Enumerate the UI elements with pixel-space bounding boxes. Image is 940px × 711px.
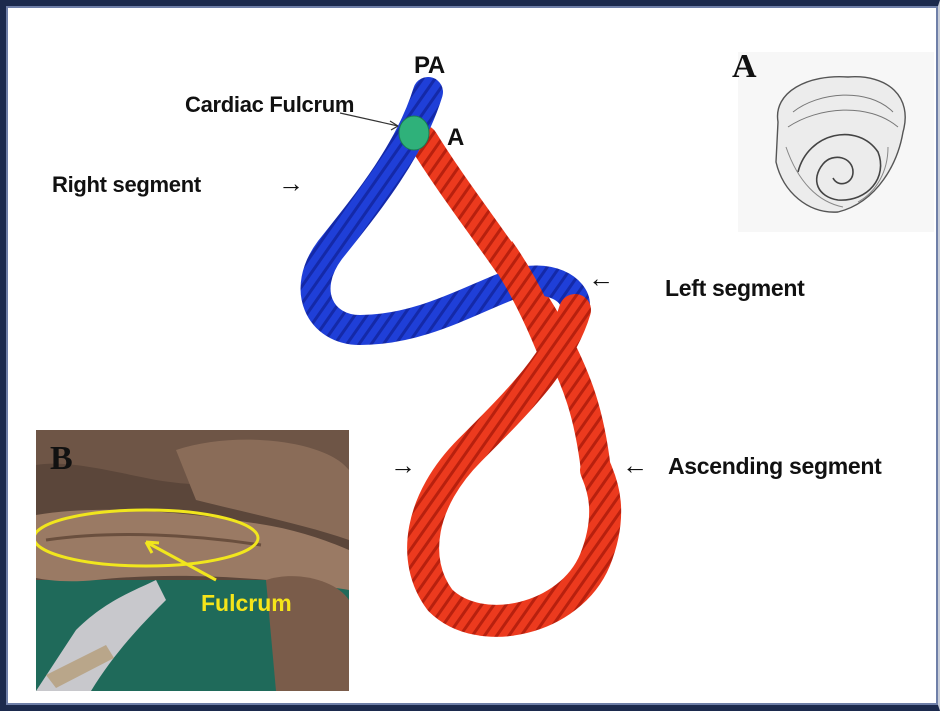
dissection-photo-image bbox=[36, 430, 349, 691]
right-segment-arrow: → bbox=[278, 170, 304, 196]
ascending-segment-label: Ascending segment bbox=[668, 453, 881, 480]
panel-a-letter: A bbox=[732, 48, 757, 86]
left-segment-arrow: ← bbox=[588, 265, 614, 291]
ascending-inner-arrow: → bbox=[390, 452, 416, 478]
cardiac-fulcrum-label: Cardiac Fulcrum bbox=[185, 92, 354, 118]
heart-sketch-icon bbox=[738, 52, 934, 232]
panel-b-dissection-photo: B Fulcrum bbox=[36, 430, 349, 691]
right-segment-label: Right segment bbox=[52, 172, 201, 198]
fulcrum-label: Fulcrum bbox=[201, 590, 292, 617]
a-label: A bbox=[447, 124, 464, 152]
left-segment-label: Left segment bbox=[665, 275, 805, 302]
panel-a-heart-illustration: A bbox=[738, 52, 934, 232]
pa-label: PA bbox=[414, 52, 445, 80]
cardiac-fulcrum-dot bbox=[399, 116, 429, 150]
ascending-outer-arrow: ← bbox=[622, 452, 648, 478]
panel-b-letter: B bbox=[50, 440, 73, 478]
